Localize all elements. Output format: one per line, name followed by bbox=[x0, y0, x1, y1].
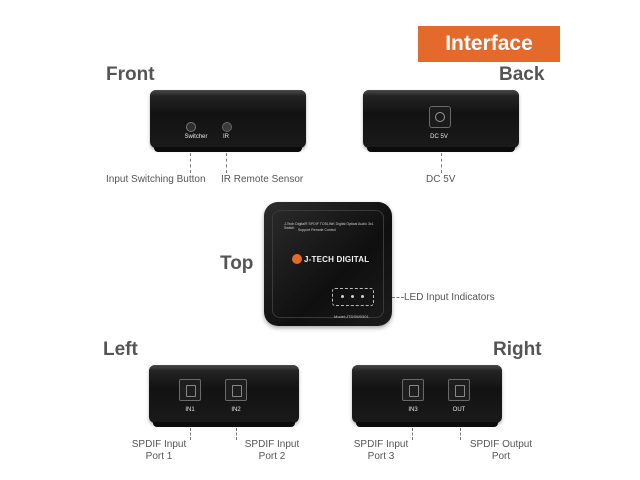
top-print-line2: Support Remote Control bbox=[298, 228, 336, 232]
dc-leader-line bbox=[441, 153, 442, 173]
spdif-input-port-3-caption-line2: Port 3 bbox=[367, 451, 395, 462]
in1-label: IN1 bbox=[185, 407, 195, 413]
top-print-line1: J-Tech Digital® SPDIF TOSLINK Digital Op… bbox=[284, 222, 374, 230]
right-device: IN3 OUT bbox=[352, 365, 502, 427]
led-leader-line bbox=[392, 297, 404, 298]
brand-name: J-TECH DIGITAL bbox=[304, 255, 370, 264]
out-leader-line bbox=[460, 428, 461, 440]
right-device-lip bbox=[352, 365, 502, 371]
in3-leader-line bbox=[412, 428, 413, 440]
right-title: Right bbox=[493, 339, 542, 360]
led-indicator-1-icon bbox=[341, 295, 344, 298]
led-indicator-2-icon bbox=[351, 295, 354, 298]
back-device-lip bbox=[363, 90, 519, 96]
model-label: Model:JTDSW0301 bbox=[334, 314, 369, 319]
out-label: OUT bbox=[452, 407, 466, 413]
in2-label: IN2 bbox=[231, 407, 241, 413]
dc-jack-icon bbox=[429, 106, 451, 128]
input-switching-button-caption: Input Switching Button bbox=[106, 174, 206, 185]
back-title: Back bbox=[499, 64, 545, 85]
back-device: DC 5V bbox=[363, 90, 519, 152]
spdif-output-port-icon bbox=[448, 379, 470, 401]
spdif-input-port-1-caption-line2: Port 1 bbox=[145, 451, 173, 462]
left-title: Left bbox=[103, 339, 138, 360]
ir-label: IR bbox=[223, 134, 229, 140]
spdif-input-port-3-caption: SPDIF Input Port 3 bbox=[351, 439, 411, 463]
in3-label: IN3 bbox=[408, 407, 418, 413]
back-device-base bbox=[367, 147, 515, 152]
led-input-indicators-caption: LED Input Indicators bbox=[404, 292, 495, 303]
top-title: Top bbox=[220, 253, 254, 274]
dc-jack-hole-icon bbox=[435, 112, 445, 122]
spdif-output-port-caption: SPDIF Output Port bbox=[464, 439, 538, 463]
front-device: Switcher IR bbox=[150, 90, 306, 152]
left-device-base bbox=[153, 422, 295, 427]
spdif-input-2-port-icon bbox=[225, 379, 247, 401]
ir-remote-sensor-caption: IR Remote Sensor bbox=[221, 174, 304, 185]
in2-leader-line bbox=[236, 428, 237, 440]
led-indicator-frame bbox=[332, 288, 374, 306]
switcher-button-icon bbox=[186, 122, 196, 132]
front-device-lip bbox=[150, 90, 306, 96]
brand-logo-icon bbox=[292, 254, 302, 264]
spdif-input-3-port-icon bbox=[402, 379, 424, 401]
dc-5v-caption: DC 5V bbox=[426, 174, 456, 185]
spdif-output-port-caption-line1: SPDIF Output bbox=[469, 439, 533, 450]
spdif-input-port-2-caption-line1: SPDIF Input bbox=[244, 439, 300, 450]
spdif-input-port-2-caption: SPDIF Input Port 2 bbox=[240, 439, 304, 463]
front-device-base bbox=[154, 147, 302, 152]
front-title: Front bbox=[106, 64, 155, 85]
interface-banner: Interface bbox=[418, 26, 560, 62]
spdif-input-port-1-caption-line1: SPDIF Input bbox=[131, 439, 187, 450]
spdif-input-port-3-caption-line1: SPDIF Input bbox=[353, 439, 409, 450]
right-device-base bbox=[356, 422, 498, 427]
spdif-input-port-2-caption-line2: Port 2 bbox=[258, 451, 286, 462]
led-indicator-3-icon bbox=[361, 295, 364, 298]
ir-sensor-icon bbox=[222, 122, 232, 132]
in1-leader-line bbox=[190, 428, 191, 440]
switcher-leader-line bbox=[190, 153, 191, 173]
spdif-input-1-port-icon bbox=[179, 379, 201, 401]
switcher-label: Switcher bbox=[184, 134, 208, 140]
left-device-lip bbox=[149, 365, 299, 371]
dc-label: DC 5V bbox=[430, 134, 448, 140]
left-device: IN1 IN2 bbox=[149, 365, 299, 427]
top-device: J-Tech Digital® SPDIF TOSLINK Digital Op… bbox=[264, 202, 392, 326]
spdif-output-port-caption-line2: Port bbox=[491, 451, 511, 462]
top-device-panel bbox=[272, 210, 384, 318]
spdif-input-port-1-caption: SPDIF Input Port 1 bbox=[129, 439, 189, 463]
ir-leader-line bbox=[226, 153, 227, 173]
